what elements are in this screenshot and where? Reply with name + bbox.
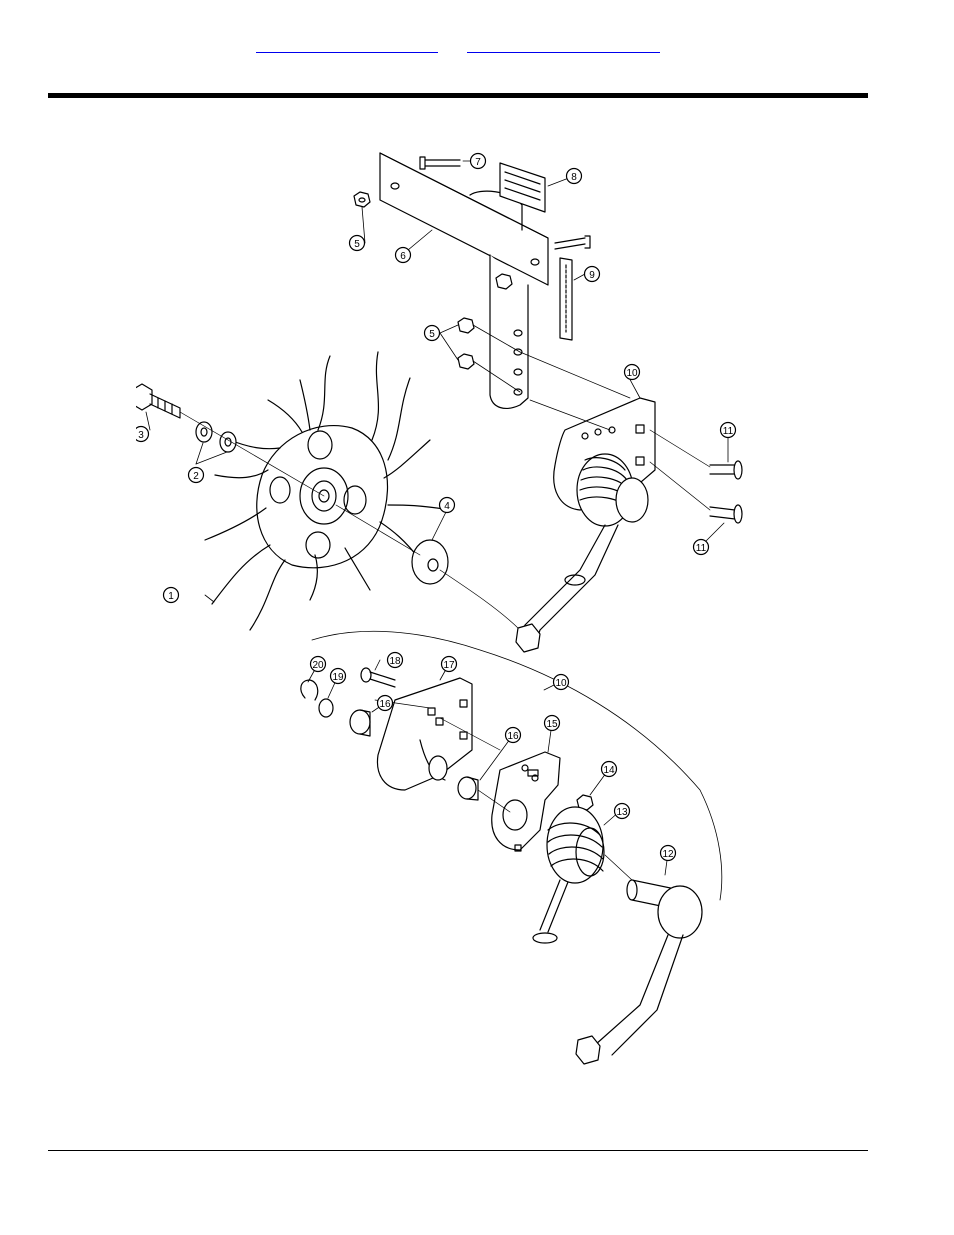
callout-numbers: 1 2 3 4 5 5 6 7 8 9 10 11 11 10 12 13 14…	[138, 157, 733, 860]
bushing-16-right	[457, 776, 479, 801]
callout-10-top: 10	[626, 368, 638, 379]
washer-2b	[219, 431, 237, 453]
callout-17: 17	[443, 660, 455, 671]
callout-20: 20	[312, 660, 324, 671]
callout-16-left: 16	[379, 699, 391, 710]
bolt-11-a	[709, 460, 743, 480]
callout-11-b: 11	[696, 543, 707, 554]
callout-3: 3	[138, 430, 144, 441]
bushing-16-left	[349, 709, 371, 737]
callout-18: 18	[389, 656, 401, 667]
callout-12: 12	[662, 849, 674, 860]
callout-14: 14	[603, 765, 615, 776]
callout-7: 7	[475, 157, 481, 168]
callout-4: 4	[444, 501, 450, 512]
callout-13: 13	[616, 807, 628, 818]
snap-ring-20	[300, 679, 319, 701]
callout-10-lower: 10	[555, 678, 567, 689]
callout-11-a: 11	[723, 426, 734, 437]
callout-bubbles	[132, 152, 737, 862]
arm-12	[575, 879, 703, 1065]
callout-1: 1	[168, 591, 174, 602]
plate-15	[491, 751, 561, 852]
bolt-3	[131, 383, 181, 419]
washer-2a	[195, 421, 213, 443]
bolt-7	[419, 156, 461, 170]
bolt-11-b	[709, 504, 743, 524]
nut-5-top	[353, 191, 371, 208]
callout-8: 8	[571, 172, 577, 183]
footer-rule	[48, 1150, 868, 1151]
callout-5-top: 5	[354, 239, 360, 250]
nut-5-a	[457, 317, 475, 334]
parts-diagram: 1 2 3 4 5 5 6 7 8 9 10 11 11 10 12 13 14…	[131, 140, 750, 1076]
callout-6: 6	[400, 251, 406, 262]
spring-13	[532, 806, 605, 944]
exploded-view: 1 2 3 4 5 5 6 7 8 9 10 11 11 10 12 13 14…	[131, 152, 743, 1065]
nut-5-b	[457, 353, 475, 370]
callout-9: 9	[589, 270, 595, 281]
callout-5-mid: 5	[429, 329, 435, 340]
spring-assembly-upper	[515, 397, 656, 653]
callout-16-right: 16	[507, 731, 519, 742]
decal-9	[559, 257, 573, 341]
header-rule	[48, 93, 868, 98]
spacer-4	[411, 539, 449, 585]
callout-15: 15	[546, 719, 558, 730]
header-links	[0, 38, 954, 58]
decal-8	[499, 162, 546, 213]
header-link-1[interactable]	[256, 38, 438, 54]
bolt-18	[360, 667, 396, 688]
bolt-upper-right	[554, 235, 591, 250]
plate-17	[376, 677, 473, 791]
callout-19: 19	[332, 672, 344, 683]
callout-2: 2	[193, 471, 199, 482]
header-link-2[interactable]	[467, 38, 660, 54]
tine-wheel	[204, 351, 451, 631]
washer-19	[318, 698, 334, 718]
mount-bracket	[379, 152, 549, 409]
nut-5-mid	[495, 273, 513, 290]
breakout-line	[311, 630, 723, 901]
